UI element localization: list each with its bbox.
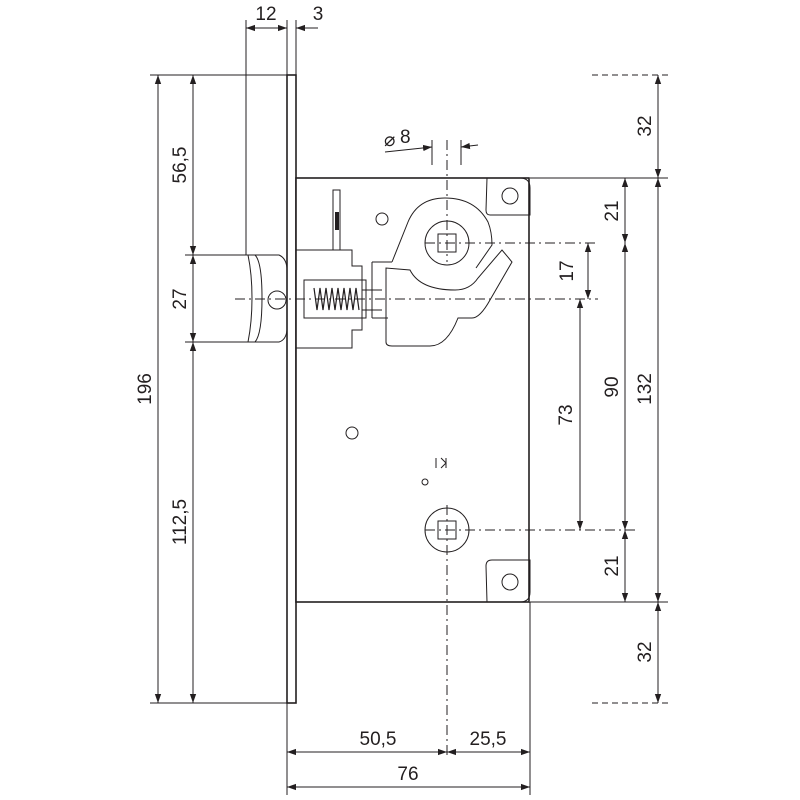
dim-112-5-label: 112,5 — [170, 499, 191, 545]
dimension-labels: 12 3 ⌀ 8 196 56,5 27 112,5 32 21 17 73 9… — [135, 4, 656, 785]
dim-73-label: 73 — [556, 404, 577, 425]
upper-mounting-hole — [501, 187, 519, 205]
dim-196-label: 196 — [135, 373, 156, 405]
dim-27-label: 27 — [170, 288, 191, 309]
dim-50-5-label: 50,5 — [360, 729, 397, 750]
follower-cam — [391, 197, 493, 269]
dim-32-bottom-label: 32 — [635, 641, 656, 662]
lock-body — [295, 177, 531, 603]
center-lines — [235, 140, 635, 758]
top-slot-pin — [335, 212, 339, 230]
dim-90-label: 90 — [602, 376, 623, 397]
dim-17-label: 17 — [557, 260, 578, 281]
dim-line-diameter — [384, 144, 433, 153]
latch-marking — [435, 457, 447, 469]
lower-mounting-hole — [501, 573, 519, 591]
dim-21-top-label: 21 — [602, 200, 623, 221]
lower-mounting-ear — [485, 559, 531, 603]
dim-76-label: 76 — [397, 764, 418, 785]
dim-132-label: 132 — [635, 373, 656, 405]
diameter-symbol: ⌀ — [384, 130, 395, 151]
spring-housing — [303, 279, 367, 319]
internal-rivet-small — [421, 478, 429, 486]
dim-21-bottom-label: 21 — [602, 555, 623, 576]
dim-diameter-label: 8 — [400, 127, 411, 148]
internal-rivet-top — [375, 212, 389, 226]
dim-12-label: 12 — [255, 4, 276, 25]
internal-rivet-middle — [345, 426, 359, 440]
dimension-lines — [154, 24, 662, 791]
dim-32-top-label: 32 — [635, 115, 656, 136]
dim-3-label: 3 — [313, 4, 324, 25]
dim-56-5-label: 56,5 — [170, 147, 191, 184]
extension-lines — [150, 20, 668, 795]
dim-25-5-label: 25,5 — [470, 729, 507, 750]
upper-mounting-ear — [485, 177, 531, 216]
